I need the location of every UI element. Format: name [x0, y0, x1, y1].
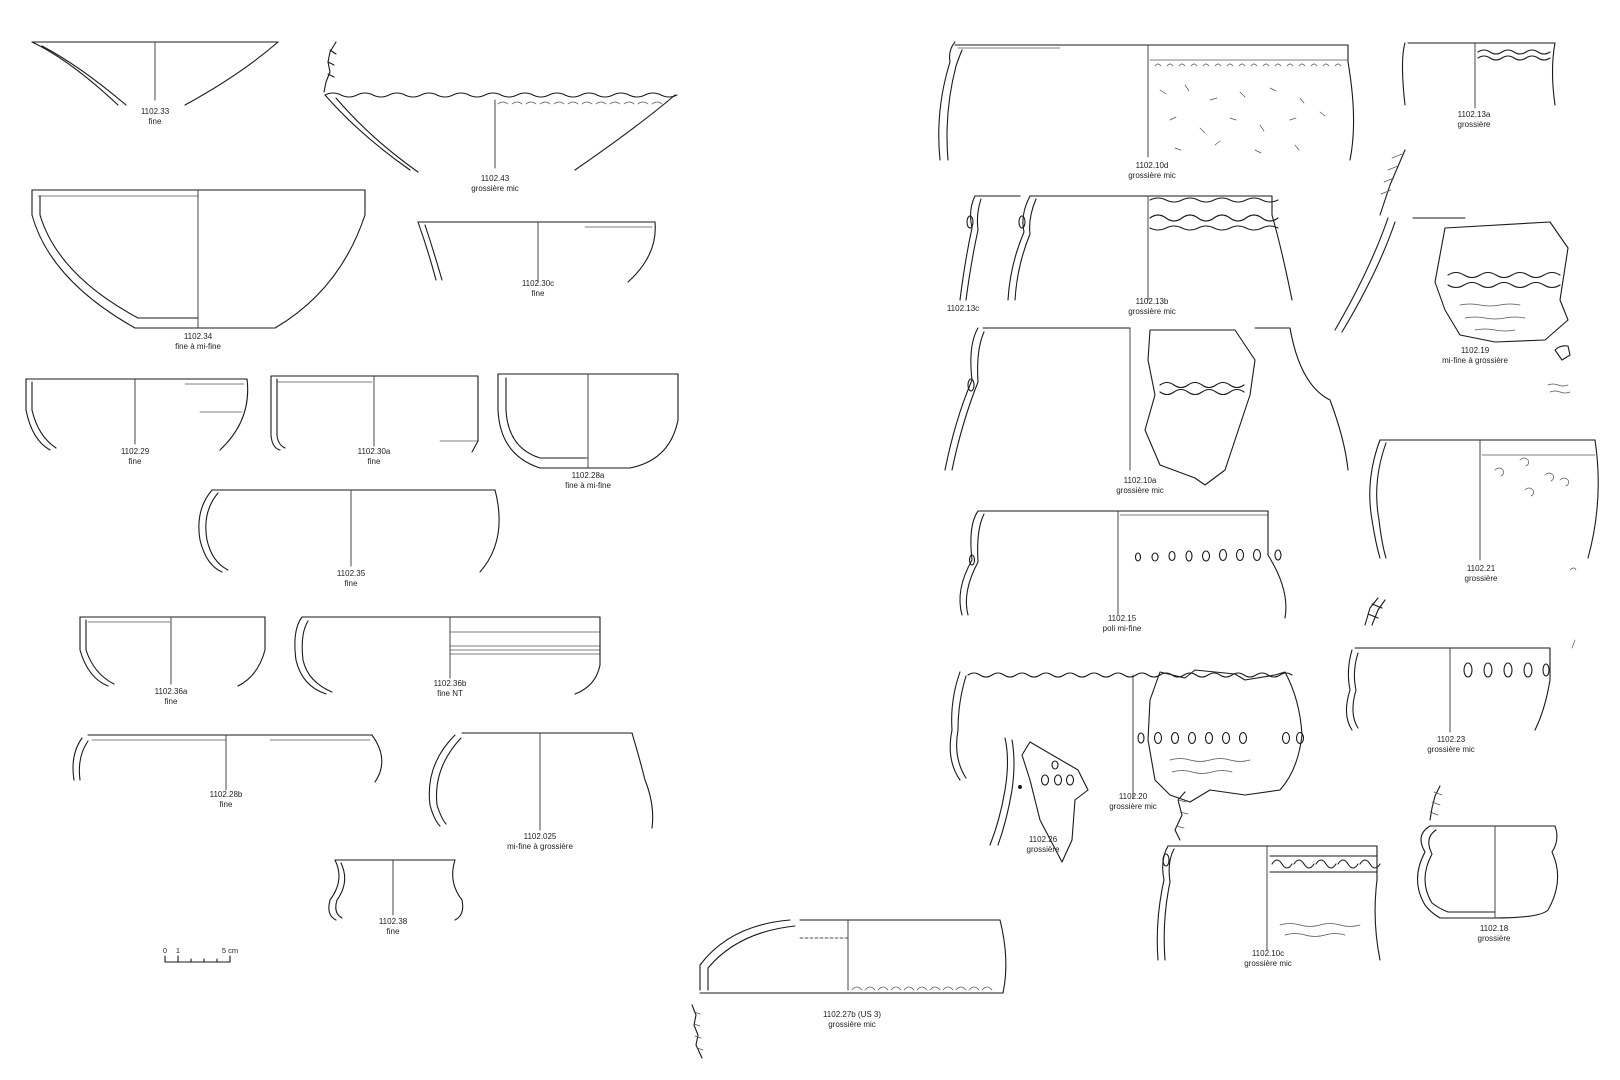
label-1102-10a-id: 1102.10a: [1124, 476, 1157, 485]
vessel-1102-36b: 1102.36b fine NT: [294, 616, 601, 698]
label-1102-36a-id: 1102.36a: [155, 687, 188, 696]
vessel-1102-29: 1102.29 fine: [25, 378, 249, 466]
label-1102-30c-id: 1102.30c: [522, 279, 554, 288]
label-1102-28a-fabric: fine à mi-fine: [565, 481, 611, 490]
label-1102-10a-fabric: grossière mic: [1116, 486, 1164, 495]
vessel-1102-23: 1102.23 grossière mic: [1345, 597, 1576, 754]
vessel-1102-10c: 1102.10c grossière mic: [1156, 845, 1381, 968]
label-1102-18-fabric: grossière: [1478, 934, 1511, 943]
label-1102-21-fabric: grossière: [1465, 574, 1498, 583]
scale-tick-5cm: 5 cm: [222, 946, 238, 955]
scale-bar: 0 1 5 cm: [163, 946, 238, 963]
vessel-1102-19: 1102.19 mi-fine à grossière: [1334, 149, 1571, 394]
vessel-1102-43: 1102.43 grossière mic: [323, 41, 678, 193]
label-1102-30a-id: 1102.30a: [358, 447, 391, 456]
label-1102-38-fabric: fine: [387, 927, 400, 936]
label-1102-20-id: 1102.20: [1119, 792, 1148, 801]
label-1102-10d-fabric: grossière mic: [1128, 171, 1176, 180]
vessel-1102-34: 1102.34 fine à mi-fine: [31, 189, 366, 351]
label-1102-33-fabric: fine: [149, 117, 162, 126]
label-1102-35-fabric: fine: [345, 579, 358, 588]
scale-tick-0: 0: [163, 946, 167, 955]
label-1102-34-id: 1102.34: [184, 332, 213, 341]
label-1102-30a-fabric: fine: [368, 457, 381, 466]
label-1102-35-id: 1102.35: [337, 569, 366, 578]
label-1102-10c-fabric: grossière mic: [1244, 959, 1292, 968]
vessel-1102-35: 1102.35 fine: [198, 489, 500, 588]
label-1102-13b-id: 1102.13b: [1136, 297, 1169, 306]
vessel-1102-28b: 1102.28b fine: [72, 734, 383, 809]
label-1102-43-fabric: grossière mic: [471, 184, 519, 193]
label-1102-33-id: 1102.33: [141, 107, 170, 116]
vessel-1102-38: 1102.38 fine: [328, 859, 464, 936]
label-1102-13b-fabric: grossière mic: [1128, 307, 1176, 316]
vessel-1102-15: 1102.15 poli mi-fine: [959, 510, 1287, 633]
label-1102-19-fabric: mi-fine à grossière: [1442, 356, 1508, 365]
vessel-1102-20: 1102.20 grossière mic 1102.26 grossière: [949, 669, 1305, 863]
label-1102-20-fabric: grossière mic: [1109, 802, 1157, 811]
vessel-1102-30c: 1102.30c fine: [417, 221, 656, 298]
label-1102-13a-id: 1102.13a: [1458, 110, 1491, 119]
label-1102-15-id: 1102.15: [1108, 614, 1137, 623]
label-1102-28b-id: 1102.28b: [210, 790, 243, 799]
label-1102-29-fabric: fine: [129, 457, 142, 466]
vessel-1102-13c: 1102.13c: [947, 195, 1021, 313]
vessel-1102-10a: 1102.10a grossière mic: [944, 327, 1349, 495]
vessel-1102-21: 1102.21 grossière: [1369, 439, 1599, 583]
label-1102-10c-id: 1102.10c: [1252, 949, 1284, 958]
label-1102-26-id: 1102.26: [1029, 835, 1058, 844]
label-1102-38-id: 1102.38: [379, 917, 408, 926]
vessel-1102-28a: 1102.28a fine à mi-fine: [497, 373, 679, 490]
label-1102-29-id: 1102.29: [121, 447, 150, 456]
vessel-1102-13a: 1102.13a grossière: [1401, 42, 1556, 129]
scale-tick-1: 1: [176, 946, 180, 955]
vessel-1102-30a: 1102.30a fine: [270, 375, 479, 466]
label-1102-36a-fabric: fine: [165, 697, 178, 706]
vessel-1102-025: 1102.025 mi-fine à grossière: [428, 732, 654, 851]
label-1102-15-fabric: poli mi-fine: [1103, 624, 1142, 633]
vessel-1102-27b: 1102.27b (US 3) grossière mic: [691, 919, 1007, 1059]
vessel-1102-33: 1102.33 fine: [31, 41, 279, 126]
label-1102-23-fabric: grossière mic: [1427, 745, 1475, 754]
label-1102-13c-id: 1102.13c: [947, 304, 979, 313]
label-1102-36b-fabric: fine NT: [437, 689, 463, 698]
vessel-1102-10d: 1102.10d grossière mic: [938, 41, 1355, 180]
label-1102-36b-id: 1102.36b: [434, 679, 467, 688]
label-1102-025-fabric: mi-fine à grossière: [507, 842, 573, 851]
label-1102-21-id: 1102.21: [1467, 564, 1496, 573]
label-1102-13a-fabric: grossière: [1458, 120, 1491, 129]
vessel-1102-13b: 1102.13b grossière mic: [1007, 195, 1293, 316]
vessel-1102-36a: 1102.36a fine: [79, 616, 266, 706]
label-1102-28a-id: 1102.28a: [572, 471, 605, 480]
vessel-1102-18: 1102.18 grossière: [1416, 785, 1559, 943]
label-1102-26-fabric: grossière: [1027, 845, 1060, 854]
label-1102-19-id: 1102.19: [1461, 346, 1490, 355]
label-1102-30c-fabric: fine: [532, 289, 545, 298]
label-1102-28b-fabric: fine: [220, 800, 233, 809]
label-1102-025-id: 1102.025: [524, 832, 557, 841]
label-1102-43-id: 1102.43: [481, 174, 510, 183]
label-1102-27b-fabric: grossière mic: [828, 1020, 876, 1029]
label-1102-23-id: 1102.23: [1437, 735, 1466, 744]
label-1102-34-fabric: fine à mi-fine: [175, 342, 221, 351]
label-1102-10d-id: 1102.10d: [1136, 161, 1169, 170]
label-1102-18-id: 1102.18: [1480, 924, 1509, 933]
label-1102-27b-id: 1102.27b (US 3): [823, 1010, 881, 1019]
